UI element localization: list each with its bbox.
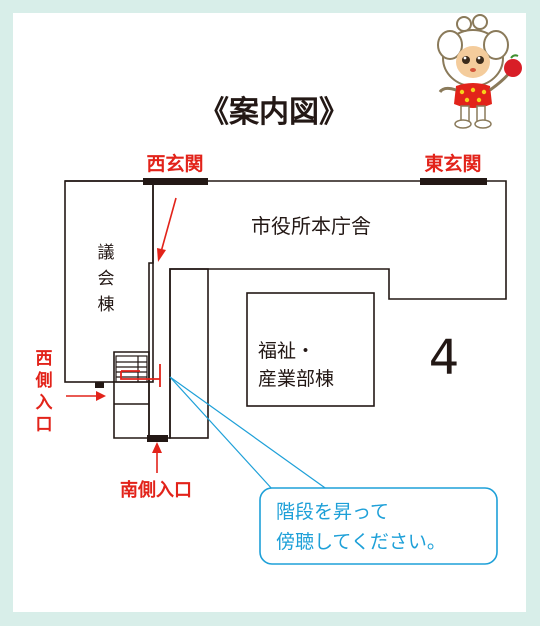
west-side-char-4: 口 — [36, 415, 53, 435]
corridor-block — [169, 268, 209, 439]
map-title: 《案内図》 — [199, 95, 349, 130]
mascot-character — [437, 14, 522, 129]
callout-line-2: 傍聴してください。 — [276, 531, 446, 553]
north-arrow: 4 — [429, 330, 460, 386]
west-side-char-3: 入 — [36, 393, 53, 413]
east-entrance-label: 東玄関 — [424, 152, 481, 175]
main-building-label: 市役所本庁舎 — [251, 214, 371, 238]
west-entrance-label: 西玄関 — [146, 152, 203, 175]
stairs-red-arrow — [120, 364, 161, 387]
callout-line-1: 階段を昇って — [276, 501, 389, 523]
west-side-entrance-bar — [95, 382, 104, 388]
assembly-building-label: 議 会 棟 — [98, 243, 115, 315]
assembly-char-1: 議 — [98, 243, 115, 263]
welfare-building-label-1: 福祉・ — [258, 340, 315, 362]
west-side-entrance-label: 西 側 入 口 — [35, 349, 53, 435]
assembly-building-outline — [64, 180, 154, 383]
south-entrance-bar — [147, 435, 168, 442]
west-side-char-1: 西 — [36, 349, 53, 369]
welfare-building-outline — [246, 292, 375, 407]
west-side-char-2: 側 — [35, 370, 53, 391]
callout: 階段を昇って 傍聴してください。 — [169, 376, 498, 565]
south-entrance-label: 南側入口 — [120, 479, 192, 501]
west-entrance-bar — [143, 178, 208, 185]
lower-left-block — [113, 351, 150, 439]
welfare-building-label-2: 産業部棟 — [258, 368, 334, 390]
assembly-char-2: 会 — [98, 269, 115, 289]
entrance-arrows — [66, 197, 177, 473]
east-entrance-bar — [420, 178, 487, 185]
assembly-char-3: 棟 — [98, 295, 115, 315]
